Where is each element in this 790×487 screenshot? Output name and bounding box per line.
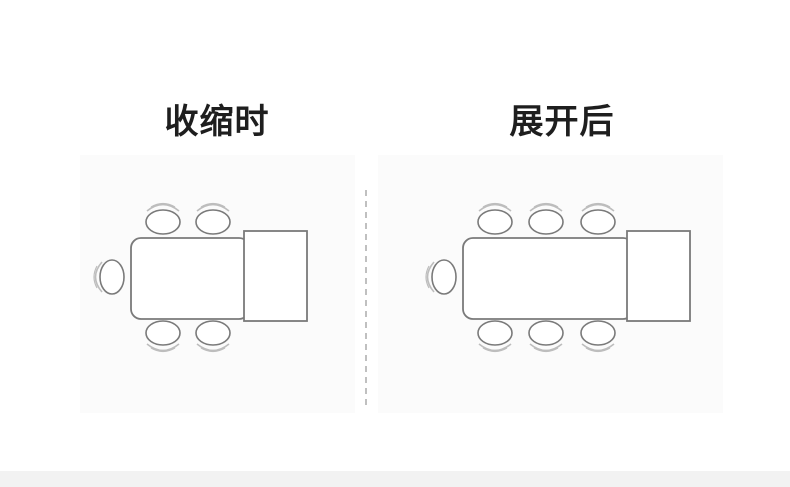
expanded-chair-bottom-1-back-arc-inner (482, 347, 508, 353)
footer-band (0, 471, 790, 487)
expanded-chair-top-3-back-arc (581, 203, 615, 212)
expanded-chair-top-1 (477, 202, 513, 235)
collapsed-title: 收缩时 (164, 102, 270, 142)
collapsed-chair-end-seat (99, 259, 125, 295)
expanded-chair-bottom-1 (477, 320, 513, 353)
collapsed-chair-top-1-seat (145, 209, 181, 235)
expanded-chair-end-seat (431, 259, 457, 295)
collapsed-chair-top-2 (195, 202, 231, 235)
expanded-chair-bottom-3 (580, 320, 616, 353)
expanded-chair-end (425, 259, 457, 295)
collapsed-chair-top-2-back-arc-inner (200, 202, 226, 208)
collapsed-chair-end-back-arc-inner (93, 265, 98, 289)
collapsed-chair-top-1 (145, 202, 181, 235)
expanded-chair-top-3 (580, 202, 616, 235)
expanded-title: 展开后 (509, 102, 615, 142)
expanded-chair-top-3-back-arc-inner (585, 202, 611, 208)
expanded-chair-bottom-1-back-arc (478, 343, 512, 352)
collapsed-chair-top-1-back-arc-inner (150, 202, 176, 208)
expanded-chair-top-3-seat (580, 209, 616, 235)
expanded-chair-end-back-arc-inner (425, 265, 430, 289)
expanded-chair-top-2 (528, 202, 564, 235)
expanded-chair-top-1-seat (477, 209, 513, 235)
expanded-chair-end-back-arc (426, 261, 435, 293)
expanded-chair-top-1-back-arc (478, 203, 512, 212)
expanded-chair-top-2-back-arc (529, 203, 563, 212)
expanded-chair-bottom-3-seat (580, 320, 616, 346)
collapsed-chair-top-2-seat (195, 209, 231, 235)
expanded-chair-bottom-2-back-arc-inner (533, 347, 559, 353)
expanded-chair-bottom-1-seat (477, 320, 513, 346)
collapsed-chair-bottom-1-back-arc-inner (150, 347, 176, 353)
collapsed-chair-bottom-2-back-arc (196, 343, 230, 352)
collapsed-chair-top-1-back-arc (146, 203, 180, 212)
expanded-chair-bottom-2 (528, 320, 564, 353)
collapsed-table-extension (243, 230, 308, 322)
expanded-chair-top-2-back-arc-inner (533, 202, 559, 208)
collapsed-chair-bottom-2-back-arc-inner (200, 347, 226, 353)
expanded-table-top (462, 237, 634, 320)
collapsed-table-top (130, 237, 250, 320)
collapsed-chair-bottom-1 (145, 320, 181, 353)
collapsed-chair-bottom-2-seat (195, 320, 231, 346)
collapsed-chair-bottom-2 (195, 320, 231, 353)
expanded-chair-bottom-3-back-arc (581, 343, 615, 352)
collapsed-chair-top-2-back-arc (196, 203, 230, 212)
expanded-chair-bottom-2-back-arc (529, 343, 563, 352)
expanded-chair-top-1-back-arc-inner (482, 202, 508, 208)
expanded-chair-bottom-2-seat (528, 320, 564, 346)
collapsed-chair-bottom-1-back-arc (146, 343, 180, 352)
collapsed-chair-end (93, 259, 125, 295)
collapsed-chair-end-back-arc (94, 261, 103, 293)
expanded-chair-bottom-3-back-arc-inner (585, 347, 611, 353)
collapsed-chair-bottom-1-seat (145, 320, 181, 346)
expanded-table-extension (626, 230, 691, 322)
expanded-chair-top-2-seat (528, 209, 564, 235)
